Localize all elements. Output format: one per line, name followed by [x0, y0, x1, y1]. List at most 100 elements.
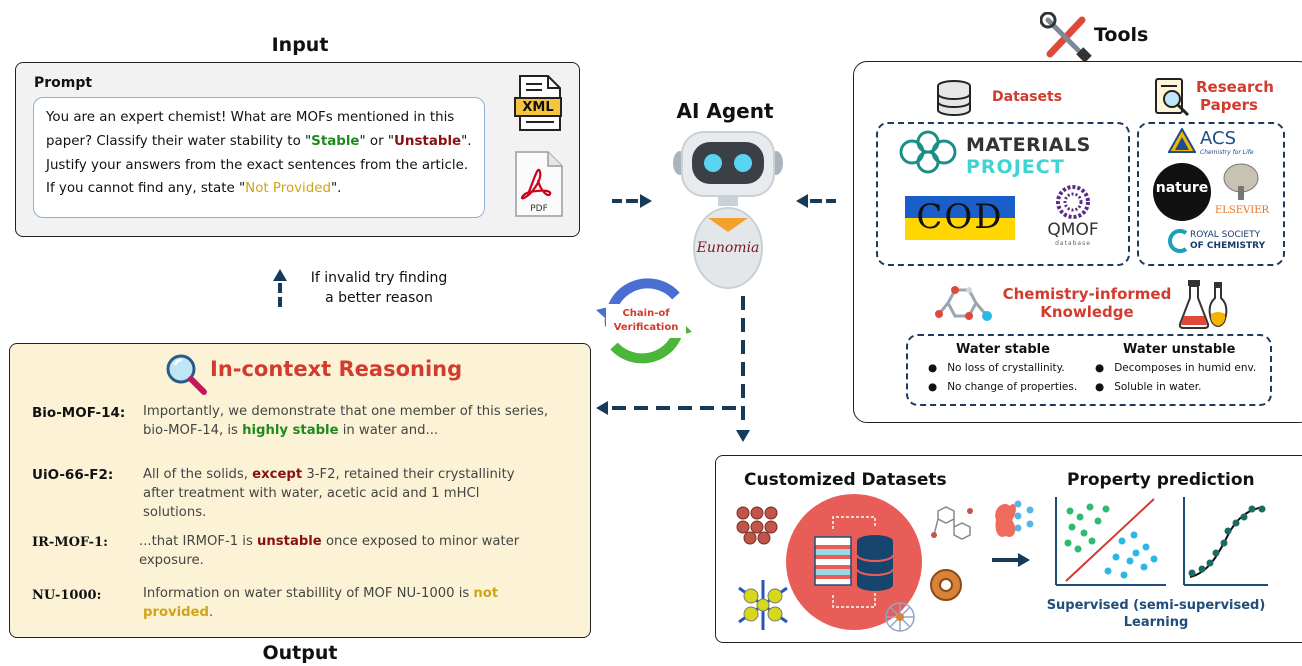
- papers-group: [1137, 122, 1285, 266]
- research-paper-icon: [1150, 75, 1192, 117]
- mof-structure-5-icon: [880, 598, 920, 636]
- prompt-text-1: You are an expert chemist! What are MOFs…: [46, 110, 455, 149]
- prompt-text-4: ".: [331, 181, 342, 197]
- input-title: Input: [271, 34, 329, 56]
- property-prediction-title: Property prediction: [1067, 470, 1255, 490]
- nature-logo: [1153, 163, 1211, 221]
- evidence-text: once exposed to minor water exposure.: [139, 534, 520, 568]
- database-icon: [935, 80, 973, 116]
- acs-subtext: Chemistry for Life: [1200, 149, 1254, 156]
- scatter-classification-plot: [1050, 495, 1168, 587]
- tools-title: Tools: [1094, 24, 1149, 46]
- regression-plot: [1178, 495, 1270, 587]
- water-unstable-title: Water unstable: [1123, 342, 1236, 357]
- evidence-text: 3-F2, retained their crystallinity after…: [143, 467, 515, 520]
- arrow-tools-to-agent: [796, 194, 840, 208]
- arrow-agent-down: [736, 296, 750, 446]
- dataset-merge-icon: [785, 493, 923, 631]
- arrow-agent-to-output: [596, 401, 740, 415]
- materials-project-logo: [898, 130, 958, 174]
- mof-evidence-ir-mof-1: ...that IRMOF-1 is unstable once exposed…: [139, 532, 559, 570]
- output-panel: [9, 343, 591, 638]
- cov-line-1: Chain-of: [622, 308, 670, 319]
- agent-title: AI Agent: [676, 99, 774, 123]
- elsevier-tree-icon: [1221, 162, 1261, 202]
- mof-evidence-bio-mof-14: Importantly, we demonstrate that one mem…: [143, 402, 563, 440]
- output-title: Output: [262, 642, 338, 664]
- evidence-text: All of the solids,: [143, 467, 253, 482]
- prompt-text-2: " or ": [359, 133, 395, 149]
- learning-label: Supervised (semi-supervised) Learning: [1046, 597, 1266, 631]
- xml-label: XML: [522, 100, 554, 115]
- nature-text: nature: [1155, 180, 1209, 196]
- mof-evidence-uio-66-f2: All of the solids, except 3-F2, retained…: [143, 465, 543, 522]
- evidence-text: ...that IRMOF-1 is: [139, 534, 258, 549]
- bullet-icon: ●: [1095, 362, 1115, 374]
- unstable-item-text: Soluble in water.: [1114, 381, 1202, 393]
- knowledge-label: Chemistry-informed Knowledge: [1002, 285, 1172, 321]
- evidence-highlight: unstable: [257, 534, 322, 549]
- evidence-highlight: highly stable: [242, 423, 339, 438]
- elsevier-text: ELSEVIER: [1214, 205, 1270, 216]
- prompt-textbox[interactable]: You are an expert chemist! What are MOFs…: [33, 97, 485, 218]
- feedback-line-2: a better reason: [325, 290, 433, 306]
- stable-item-text: No change of properties.: [947, 381, 1078, 393]
- acs-logo: [1167, 126, 1197, 154]
- evidence-text: Importantly, we demonstrate that one mem…: [143, 404, 549, 438]
- datasets-group: [876, 122, 1130, 266]
- evidence-highlight: not provided: [143, 586, 499, 620]
- qmof-subtext: database: [1055, 240, 1091, 247]
- learning-line-1: Supervised (semi-supervised): [1046, 598, 1266, 613]
- mof-name-nu-1000: NU-1000:: [32, 588, 102, 603]
- neural-network-icon: [990, 498, 1034, 542]
- papers-line-1: Research: [1196, 78, 1274, 96]
- water-unstable-item: ● Decomposes in humid env.: [1095, 362, 1256, 374]
- rsc-logo-icon: [1167, 229, 1189, 253]
- water-stable-title: Water stable: [956, 342, 1050, 357]
- mof-structure-3-icon: [928, 505, 976, 545]
- stable-item-text: No loss of crystallinity.: [947, 362, 1065, 374]
- mof-name-bio-mof-14: Bio-MOF-14:: [32, 405, 126, 421]
- mof-evidence-nu-1000: Information on water stabillity of MOF N…: [143, 584, 563, 622]
- tools-panel: [853, 61, 1302, 423]
- cov-line-2: Verification: [613, 322, 679, 333]
- feedback-line-1: If invalid try finding: [310, 270, 448, 286]
- mof-structure-4-icon: [928, 568, 964, 602]
- prompt-label: Prompt: [34, 75, 93, 91]
- customized-datasets-title: Customized Datasets: [744, 470, 947, 490]
- agent-name: Eunomia: [696, 240, 760, 256]
- materials-line-2: PROJECT: [966, 156, 1065, 178]
- prompt-text-3: ". Justify your answers from the exact s…: [46, 133, 472, 197]
- mof-name-ir-mof-1: IR-MOF-1:: [32, 535, 108, 550]
- datasets-label: Datasets: [992, 89, 1063, 105]
- tools-icon: [1039, 11, 1094, 63]
- feedback-text: If invalid try finding a better reason: [294, 268, 464, 308]
- knowledge-line-1: Chemistry-informed: [1002, 285, 1172, 303]
- water-stable-item: ● No change of properties.: [928, 381, 1077, 393]
- acs-text: ACS: [1200, 128, 1236, 149]
- rsc-line-1: ROYAL SOCIETY: [1190, 230, 1261, 240]
- flask-icon: [1178, 276, 1228, 332]
- cov-label: Chain-of Verification: [606, 304, 686, 338]
- papers-line-2: Papers: [1200, 96, 1258, 114]
- mof-name-uio-66-f2: UiO-66-F2:: [32, 467, 114, 483]
- pdf-file-icon: PDF: [514, 150, 564, 218]
- cod-logo: COD: [905, 196, 1015, 240]
- rsc-line-2: OF CHEMISTRY: [1190, 241, 1266, 251]
- materials-line-1: MATERIALS: [966, 134, 1091, 156]
- water-stable-item: ● No loss of crystallinity.: [928, 362, 1065, 374]
- knowledge-line-2: Knowledge: [1040, 303, 1134, 321]
- arrow-input-to-agent: [612, 194, 656, 208]
- evidence-text: in water and...: [338, 423, 439, 438]
- pdf-label: PDF: [530, 204, 548, 214]
- molecule-icon: [935, 278, 993, 328]
- bullet-icon: ●: [928, 362, 948, 374]
- reasoning-title: In-context Reasoning: [210, 357, 463, 381]
- prompt-not-provided: Not Provided: [245, 181, 332, 197]
- prompt-stable: Stable: [311, 133, 360, 149]
- bullet-icon: ●: [928, 381, 948, 393]
- qmof-text: QMOF: [1047, 220, 1099, 240]
- arrow-to-prediction: [992, 552, 1032, 568]
- rsc-text: ROYAL SOCIETY OF CHEMISTRY: [1190, 230, 1265, 252]
- qmof-logo: [1050, 184, 1096, 220]
